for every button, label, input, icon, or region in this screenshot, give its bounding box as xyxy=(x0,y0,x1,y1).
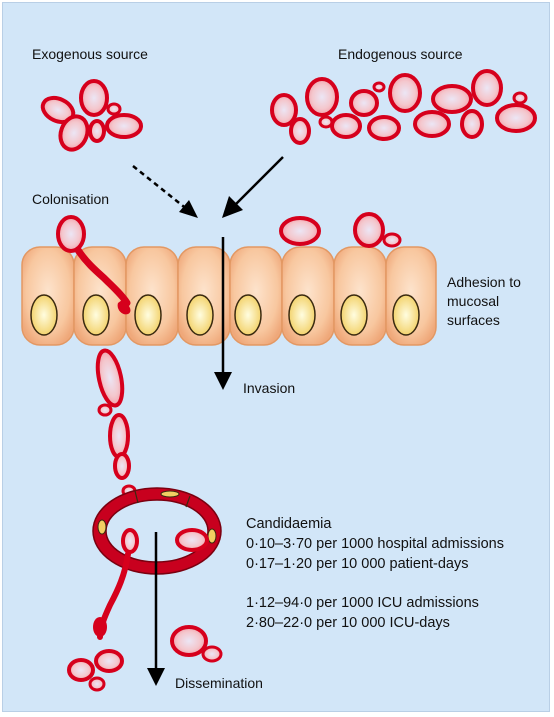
endogenous-arrow xyxy=(233,156,284,207)
epithelial-cell xyxy=(21,246,75,346)
stat-hospital-admissions: 0·10–3·70 per 1000 hospital admissions xyxy=(246,536,504,552)
invasion-arrow-head xyxy=(214,372,232,390)
epithelial-cell-layer xyxy=(21,246,437,346)
dissemination-label: Dissemination xyxy=(175,675,263,691)
exogenous-source-label: Exogenous source xyxy=(32,46,148,62)
invading-yeast-chain xyxy=(95,348,137,498)
dissemination-arrow-head xyxy=(147,668,165,686)
endogenous-yeast-cluster xyxy=(270,69,537,145)
stat-patient-days: 0·17–1·20 per 10 000 patient-days xyxy=(246,556,469,572)
adhesion-label-line2: mucosal xyxy=(447,293,500,309)
endogenous-source-label: Endogenous source xyxy=(338,46,463,62)
epithelial-cell xyxy=(385,246,437,346)
stat-icu-days: 2·80–22·0 per 10 000 ICU-days xyxy=(246,615,450,631)
disseminated-yeasts xyxy=(67,625,223,692)
epithelial-cell xyxy=(229,246,283,346)
exogenous-arrow xyxy=(132,165,189,211)
exogenous-arrow-head xyxy=(179,200,198,218)
stat-icu-admissions: 1·12–94·0 per 1000 ICU admissions xyxy=(246,595,479,611)
candidaemia-title: Candidaemia xyxy=(246,516,332,532)
adhesion-label-line1: Adhesion to xyxy=(447,274,521,290)
invasion-label: Invasion xyxy=(243,380,296,396)
exogenous-yeast-cluster xyxy=(40,79,143,152)
epithelial-cell xyxy=(281,246,335,346)
adhering-yeasts xyxy=(279,212,402,248)
epithelial-cell xyxy=(333,246,387,346)
endogenous-arrow-head xyxy=(222,196,243,218)
adhesion-label-line3: surfaces xyxy=(447,312,500,328)
colonisation-label: Colonisation xyxy=(32,191,110,207)
epithelial-cell xyxy=(125,246,179,346)
colonising-hypha xyxy=(56,215,131,315)
